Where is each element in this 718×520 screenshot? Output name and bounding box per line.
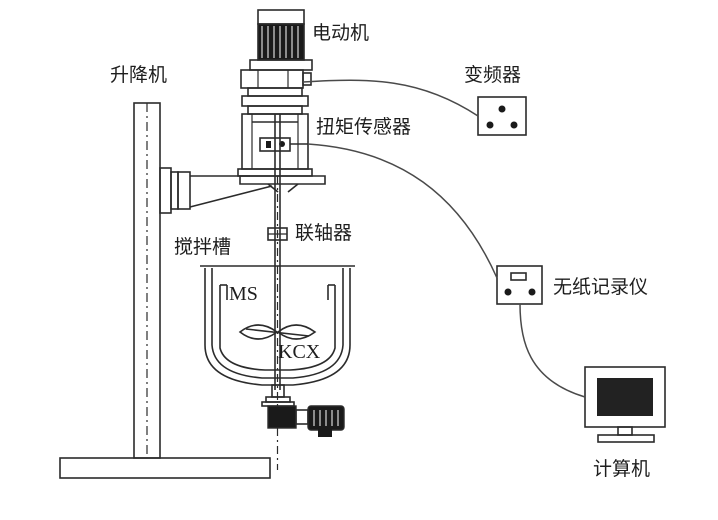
drain-pump (261, 384, 345, 437)
label-torque-sensor: 扭矩传感器 (316, 116, 412, 138)
label-kcx: KCX (278, 341, 321, 363)
label-tank: 搅拌槽 (174, 236, 232, 258)
label-ms: MS (229, 283, 258, 305)
lift-column (59, 102, 271, 479)
cable-motor-to-inverter (302, 79, 479, 117)
label-coupling: 联轴器 (295, 222, 353, 244)
inverter-box (477, 96, 527, 136)
label-recorder: 无纸记录仪 (553, 276, 649, 298)
motor (240, 9, 313, 107)
mounting-arm (159, 167, 326, 214)
cable-sensor-to-recorder (307, 143, 498, 279)
label-computer: 计算机 (593, 458, 651, 480)
motor-cooling-fins (257, 23, 305, 61)
computer-monitor (584, 366, 666, 443)
agitator-shaft (267, 114, 288, 470)
label-lift: 升降机 (110, 64, 168, 86)
label-motor: 电动机 (312, 22, 370, 44)
cable-recorder-to-computer (519, 303, 586, 398)
impeller (238, 324, 317, 340)
label-inverter: 变频器 (464, 64, 522, 86)
torque-sensor-port (266, 141, 271, 148)
signal-cables (302, 79, 586, 398)
paperless-recorder-box (496, 265, 543, 305)
